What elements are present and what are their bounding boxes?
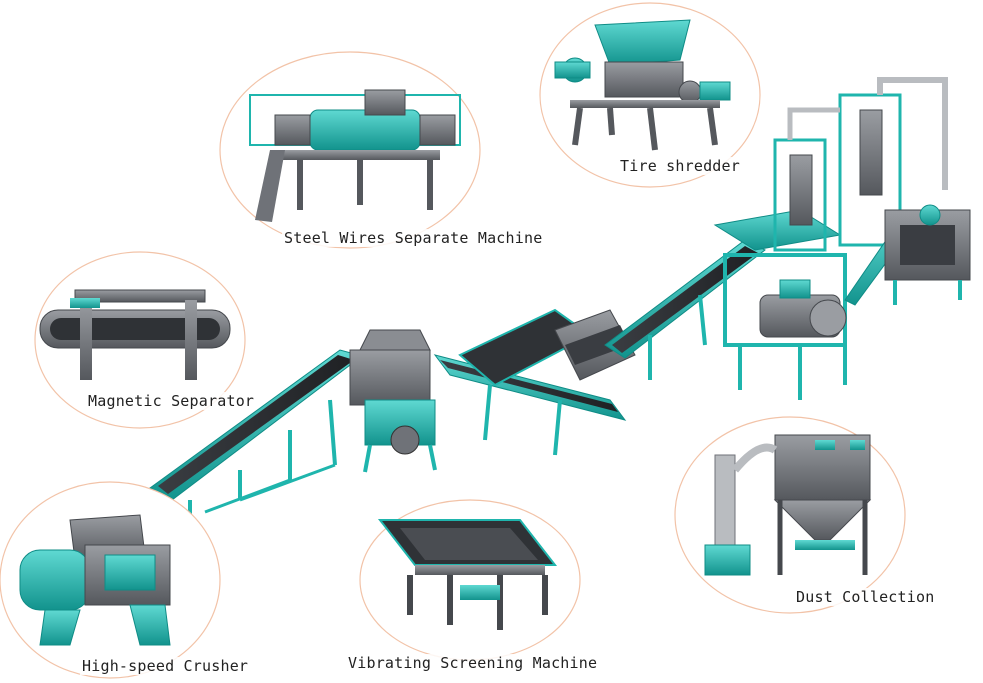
steel-wires-machine xyxy=(249,89,461,222)
dust-collection-callout xyxy=(674,416,906,614)
steel-wires-label: Steel Wires Separate Machine xyxy=(282,229,545,247)
dust-collection-machine xyxy=(704,434,872,576)
high-speed-crusher-machine xyxy=(19,514,171,646)
tire-shredder-machine xyxy=(554,19,731,151)
vibrating-screening-label: Vibrating Screening Machine xyxy=(346,654,600,672)
magnetic-separator-machine xyxy=(39,289,231,380)
main-production-line xyxy=(149,77,971,515)
magnetic-separator-label: Magnetic Separator xyxy=(86,392,257,410)
tire-shredder-callout xyxy=(539,2,761,188)
high-speed-crusher-callout xyxy=(0,481,221,679)
vibrating-screening-machine xyxy=(377,519,558,630)
vibrating-screen-inline xyxy=(554,309,636,381)
middle-crusher xyxy=(349,329,437,473)
fine-mill xyxy=(844,204,971,306)
fine-grinding-towers xyxy=(773,77,948,252)
vibrating-screening-callout xyxy=(359,499,581,661)
dust-collection-label: Dust Collection xyxy=(794,588,937,606)
tire-shredder-label: Tire shredder xyxy=(618,157,742,175)
magnetic-separator-callout xyxy=(34,251,246,429)
high-speed-crusher-label: High-speed Crusher xyxy=(80,657,251,675)
conveyor-1 xyxy=(149,349,364,515)
upper-platform xyxy=(713,209,847,400)
steel-wires-callout xyxy=(219,51,481,249)
